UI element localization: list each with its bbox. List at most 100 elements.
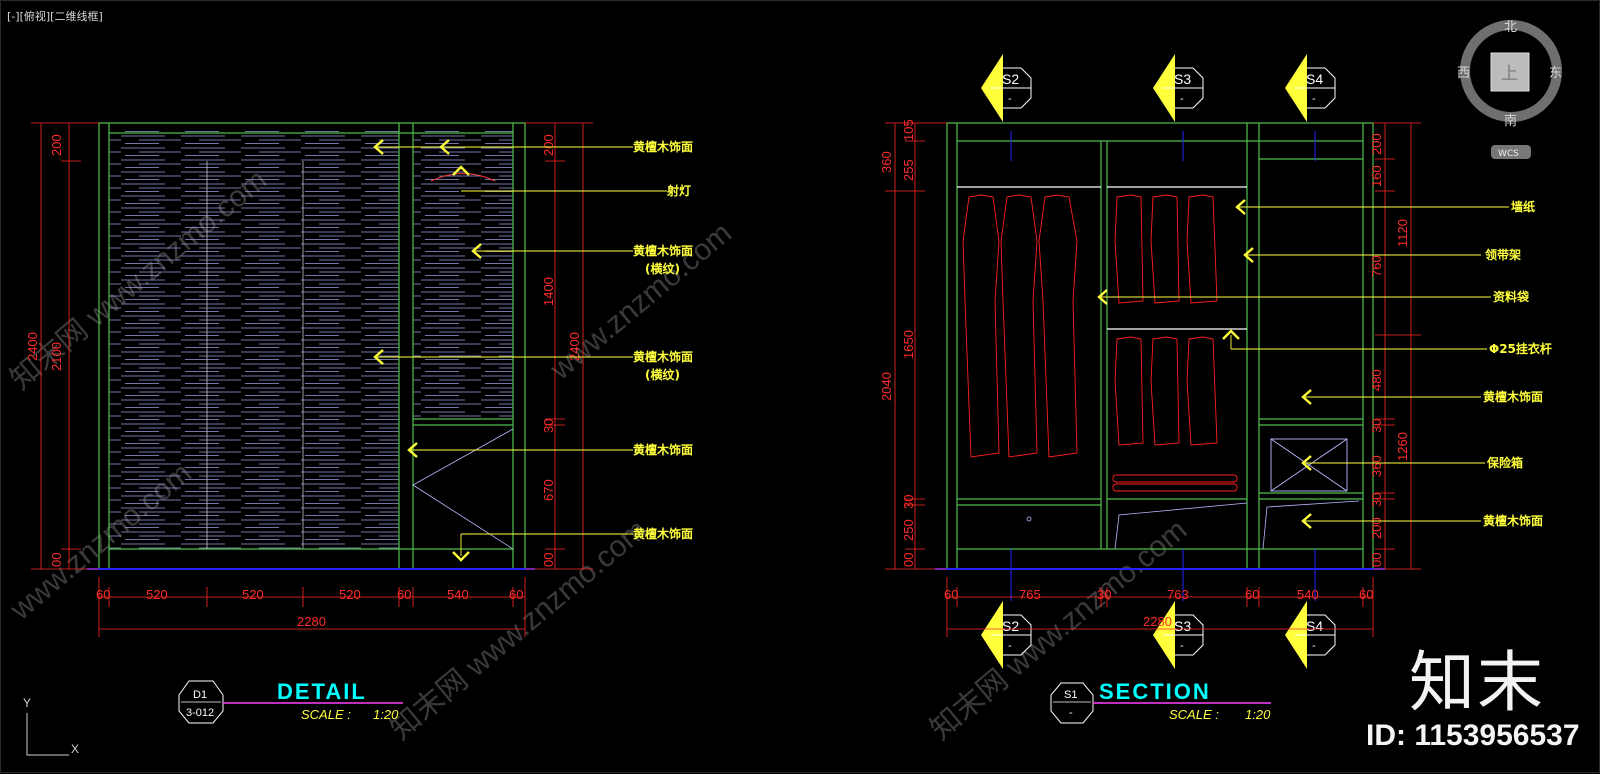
dim-text: 520 <box>339 587 361 602</box>
callout-label: 黄檀木饰面 <box>1483 513 1543 528</box>
dim-text: 00 <box>901 553 916 567</box>
wcs-button <box>1491 145 1531 159</box>
dim-text: 540 <box>447 587 469 602</box>
viewcube[interactable]: 上 北 南 东 西 WCS <box>1457 20 1562 159</box>
wood-panel-right <box>413 129 513 419</box>
dim-text: 1120 <box>1395 219 1410 247</box>
callout-label: Φ25挂衣杆 <box>1489 341 1552 356</box>
section-tag-bottom: - <box>1069 707 1073 719</box>
callout-label: 黄檀木饰面 <box>633 243 693 258</box>
section-leaders <box>1097 199 1509 529</box>
callout-label: 黄檀木饰面 <box>633 139 693 154</box>
section-marker-bottom: S3 - <box>1153 601 1204 669</box>
dim-text: 760 <box>1369 255 1384 277</box>
dim-text: 2400 <box>25 332 40 361</box>
marker-label: S3 <box>1174 618 1191 634</box>
ucs-x: X <box>71 742 79 756</box>
dim-text: 2100 <box>49 342 64 371</box>
callout-label: 黄檀木饰面 <box>633 442 693 457</box>
marker-sub: - <box>1180 93 1184 105</box>
callout-label: 资料袋 <box>1493 289 1530 304</box>
section-marker-bottom: S2 - <box>981 601 1032 669</box>
detail-scale-label: SCALE : <box>301 707 351 722</box>
section-marker-top: S2 - <box>981 54 1032 122</box>
dim-text: 30 <box>1369 493 1384 507</box>
callout-label: 保险箱 <box>1486 455 1523 470</box>
callout-label: (横纹) <box>645 261 680 276</box>
dim-text: 520 <box>242 587 264 602</box>
dim-text: 105 <box>901 119 916 141</box>
section-cut-lines <box>1010 131 1316 601</box>
marker-label: S2 <box>1002 618 1019 634</box>
dim-text: 160 <box>1369 165 1384 187</box>
callout-label: 黄檀木饰面 <box>1483 389 1543 404</box>
marker-sub: - <box>1008 93 1012 105</box>
viewcube-ring <box>1460 20 1562 122</box>
section-labels: 墙纸 领带架 资料袋 Φ25挂衣杆 黄檀木饰面 保险箱 黄檀木饰面 <box>1483 199 1552 528</box>
view-direction-menu[interactable]: [俯视] <box>19 10 51 23</box>
dim-text: 200 <box>49 134 64 156</box>
section-scale-value: 1:20 <box>1245 707 1271 722</box>
marker-label: S4 <box>1306 618 1323 634</box>
callout-label: 黄檀木饰面 <box>633 526 693 541</box>
section-markers: S2 - S3 - S4 - S2 - <box>981 54 1336 669</box>
section-tag <box>1050 682 1094 724</box>
dim-text: 360 <box>879 151 894 173</box>
callout-label: (横纹) <box>645 367 680 382</box>
dim-text: 1650 <box>901 330 916 359</box>
dim-text: 2400 <box>567 332 582 361</box>
compass-east: 东 <box>1549 66 1562 81</box>
section-marker-top: S3 - <box>1153 54 1204 122</box>
dim-text: 1400 <box>541 277 556 306</box>
dim-text: 763 <box>1167 587 1189 602</box>
dim-text: 00 <box>49 553 64 567</box>
detail-title-block: D1 3-012 DETAIL SCALE : 1:20 <box>178 679 403 724</box>
dim-text: 200 <box>1369 133 1384 155</box>
dim-text: 255 <box>901 159 916 181</box>
section-scale-label: SCALE : <box>1169 707 1219 722</box>
marker-sub: - <box>1180 640 1184 652</box>
detail-elevation <box>87 122 535 570</box>
viewport-controls: [-][俯视][二维线框] <box>7 8 103 24</box>
dim-text: 520 <box>146 587 168 602</box>
callout-label: 射灯 <box>666 183 691 198</box>
dim-text: 00 <box>1369 553 1384 567</box>
section-frame <box>946 122 1374 570</box>
ucs-icon: Y X <box>23 696 79 756</box>
dim-text: 30 <box>1097 587 1111 602</box>
ucs-y: Y <box>23 696 31 710</box>
detail-tag-bottom: 3-012 <box>186 707 214 719</box>
dim-text: 765 <box>1019 587 1041 602</box>
viewcube-top-face <box>1490 52 1530 92</box>
callout-label: 领带架 <box>1485 247 1521 262</box>
detail-labels: 黄檀木饰面 射灯 黄檀木饰面 (横纹) 黄檀木饰面 (横纹) 黄檀木饰面 黄檀木… <box>633 139 693 541</box>
marker-label: S2 <box>1002 71 1019 87</box>
dim-text: 60 <box>509 587 523 602</box>
dim-text: 200 <box>1369 517 1384 539</box>
compass-west: 西 <box>1457 66 1470 81</box>
dim-text: 540 <box>1297 587 1319 602</box>
callout-label: 墙纸 <box>1511 199 1535 214</box>
dim-text: 250 <box>901 519 916 541</box>
detail-title: DETAIL <box>277 679 367 704</box>
visual-style-menu[interactable]: [二维线框] <box>50 10 103 23</box>
dim-text: 2280 <box>1143 614 1172 629</box>
viewcube-top-label: 上 <box>1501 64 1518 84</box>
section-dimension-text: 105 255 360 1650 2040 250 30 00 200 160 … <box>879 119 1410 629</box>
dim-text: 00 <box>541 553 556 567</box>
dim-text: 60 <box>944 587 958 602</box>
dim-text: 360 <box>1369 455 1384 477</box>
watermark-logo: 知末 <box>1409 644 1545 721</box>
dim-text: 2280 <box>297 614 326 629</box>
drawer-lines <box>1026 500 1360 550</box>
swing-lines <box>412 428 514 550</box>
dim-text: 670 <box>541 479 556 501</box>
watermark-text: 知末网 www.znzmo.com <box>384 513 653 746</box>
dim-text: 200 <box>541 134 556 156</box>
dim-text: 30 <box>901 495 916 509</box>
section-title-block: S1 - SECTION SCALE : 1:20 <box>1050 679 1271 724</box>
viewport-menu[interactable]: [-] <box>7 10 20 23</box>
dim-text: 60 <box>397 587 411 602</box>
